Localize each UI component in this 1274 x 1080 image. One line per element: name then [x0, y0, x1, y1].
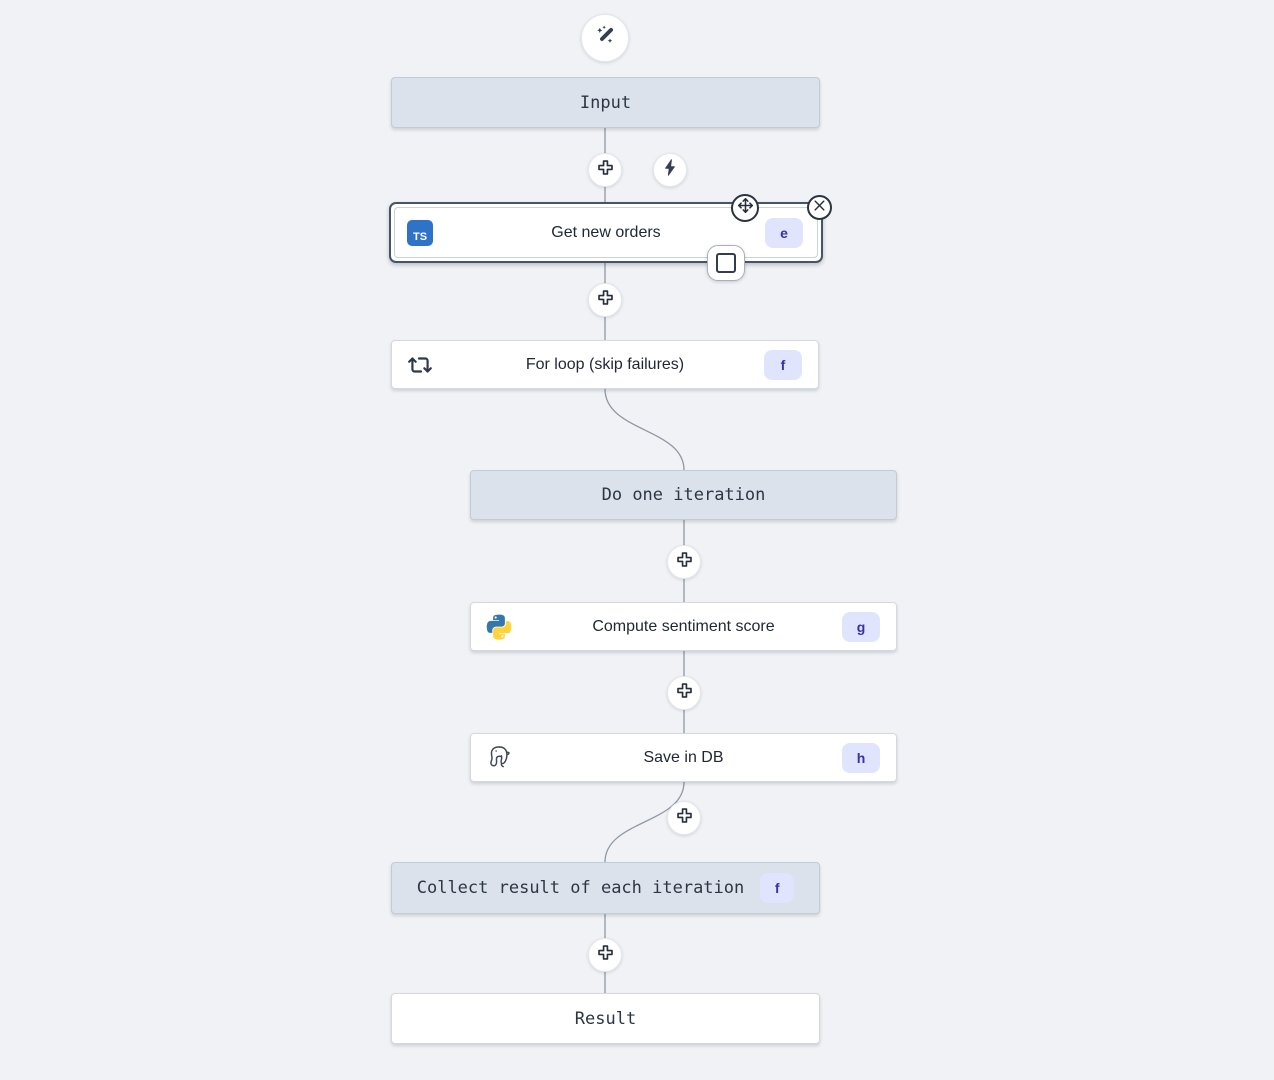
early-stop-toggle-button[interactable]	[707, 245, 745, 281]
step-id-badge: f	[760, 873, 795, 903]
node-label: Get new orders	[551, 223, 661, 241]
add-step-button[interactable]	[667, 801, 701, 835]
add-step-button[interactable]	[588, 938, 622, 972]
node-do-one-iteration[interactable]: Do one iteration	[470, 470, 897, 520]
plus-icon	[674, 805, 695, 831]
lightning-bolt-icon	[661, 158, 680, 182]
plus-icon	[595, 942, 616, 968]
step-id-badge: g	[842, 611, 880, 642]
typescript-icon: TS	[407, 219, 433, 246]
magic-wand-icon	[592, 23, 618, 54]
square-icon	[716, 253, 736, 273]
node-result[interactable]: Result	[391, 993, 820, 1044]
move-node-handle[interactable]	[731, 194, 759, 222]
add-step-button[interactable]	[667, 676, 701, 710]
repeat-loop-icon	[407, 352, 433, 378]
plus-icon	[674, 680, 695, 706]
node-get-new-orders-body[interactable]: TS Get new orders e	[394, 207, 818, 258]
add-step-button[interactable]	[588, 283, 622, 317]
python-icon	[486, 614, 512, 640]
step-id-badge: h	[842, 742, 880, 773]
move-icon	[737, 197, 754, 219]
node-for-loop[interactable]: For loop (skip failures) f	[391, 340, 819, 389]
node-label: Do one iteration	[601, 485, 766, 505]
postgresql-icon	[486, 744, 513, 771]
add-trigger-button[interactable]	[653, 153, 687, 187]
node-get-new-orders[interactable]: TS Get new orders e	[389, 202, 823, 263]
add-step-button[interactable]	[588, 153, 622, 187]
node-collect-result[interactable]: Collect result of each iteration f	[391, 862, 820, 914]
step-id-badge: f	[764, 349, 802, 380]
node-label: Save in DB	[643, 748, 724, 766]
node-label: Collect result of each iteration	[416, 878, 745, 898]
edge-save-in-db-to-collect	[604, 781, 685, 863]
node-label: Compute sentiment score	[592, 617, 775, 635]
node-save-in-db[interactable]: Save in DB h	[470, 733, 897, 782]
ai-flow-button[interactable]	[581, 14, 629, 62]
plus-icon	[674, 549, 695, 575]
node-label: Result	[574, 1008, 637, 1029]
plus-icon	[595, 157, 616, 183]
plus-icon	[595, 287, 616, 313]
delete-node-button[interactable]	[807, 195, 832, 220]
close-icon	[813, 199, 826, 217]
edge-for-loop-to-do-one-iteration	[604, 388, 685, 471]
add-step-button[interactable]	[667, 545, 701, 579]
node-input[interactable]: Input	[391, 77, 820, 128]
node-label: Input	[579, 92, 632, 113]
step-id-badge: e	[765, 217, 803, 248]
node-compute-sentiment-score[interactable]: Compute sentiment score g	[470, 602, 897, 651]
node-label: For loop (skip failures)	[525, 355, 685, 373]
